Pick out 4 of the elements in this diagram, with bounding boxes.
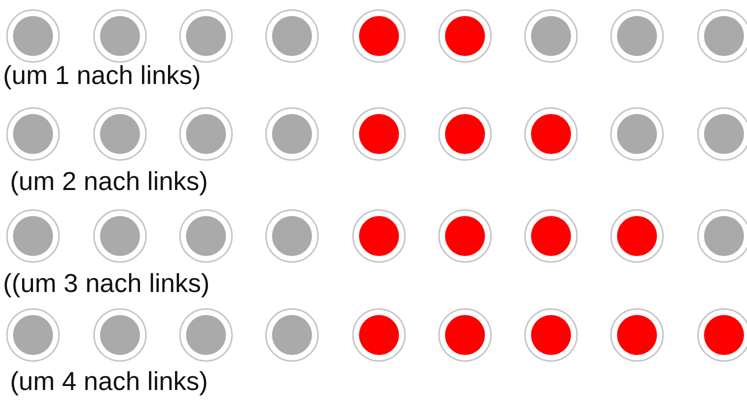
row-caption: (um 2 nach links): [10, 168, 208, 194]
row-caption: (um 1 nach links): [3, 62, 201, 88]
row-caption: ((um 3 nach links): [3, 270, 210, 296]
row-caption: (um 4 nach links): [10, 368, 208, 394]
